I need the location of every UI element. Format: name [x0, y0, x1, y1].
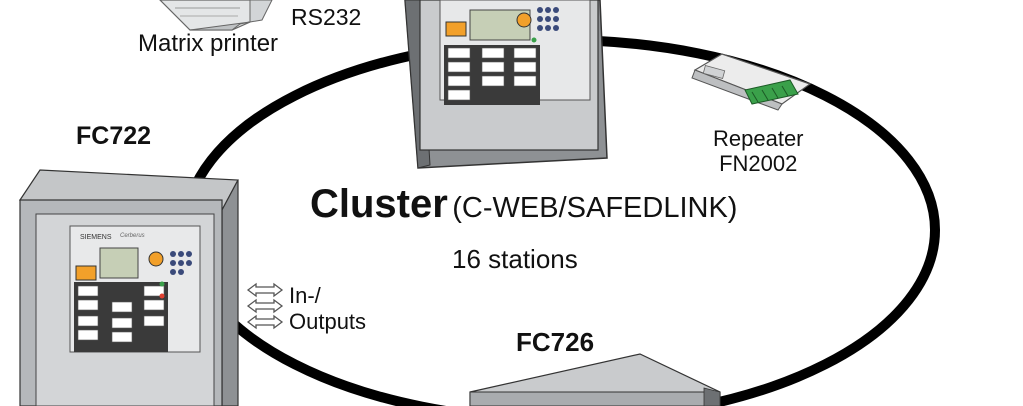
rs232-label: RS232 [291, 4, 362, 30]
fc726-label: FC726 [516, 327, 595, 357]
stations-label: 16 stations [452, 244, 578, 274]
repeater-module-icon [691, 53, 812, 111]
io-label: In-/ Outputs [289, 283, 366, 335]
matrix-printer-label: Matrix printer [138, 30, 279, 57]
matrix-printer-icon [159, 0, 273, 31]
panel-model-label: Cerberus [120, 233, 145, 239]
cluster-title: Cluster (C-WEB/SAFEDLINK) [310, 184, 737, 224]
fire-panel-icon [404, 0, 608, 169]
io-label-line2: Outputs [289, 308, 367, 334]
fire-panel-icon [469, 353, 721, 406]
panel-brand-label: SIEMENS [80, 234, 112, 241]
cluster-title-sub: (C-WEB/SAFEDLINK) [452, 192, 738, 224]
repeater-label-line2: FN2002 [719, 150, 798, 176]
io-label-line1: In-/ [289, 283, 321, 308]
repeater-label: Repeater FN2002 [713, 126, 804, 176]
fc722-label: FC722 [76, 122, 152, 150]
bidirectional-arrow-icon [246, 282, 284, 330]
repeater-label-line1: Repeater [713, 126, 804, 151]
cluster-title-main: Cluster [310, 182, 448, 226]
fire-panel-icon [18, 169, 239, 406]
